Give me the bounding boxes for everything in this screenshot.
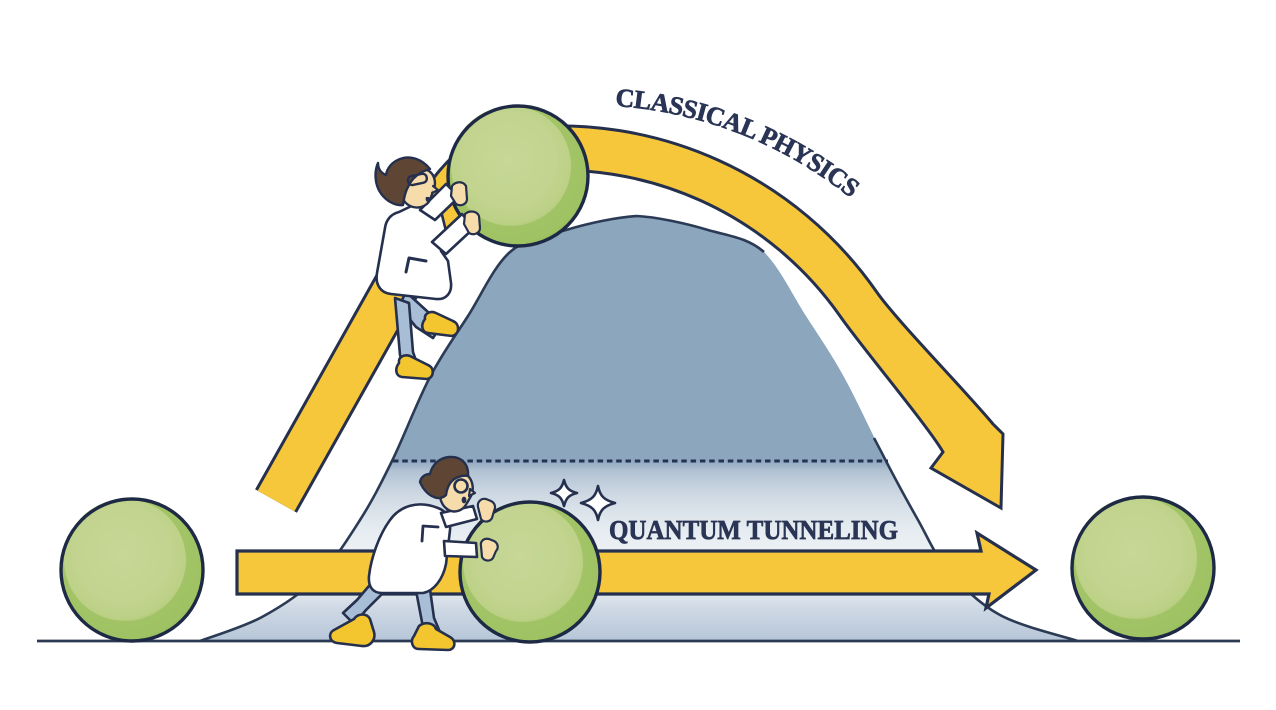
svg-text:QUANTUM TUNNELING: QUANTUM TUNNELING xyxy=(609,515,898,545)
